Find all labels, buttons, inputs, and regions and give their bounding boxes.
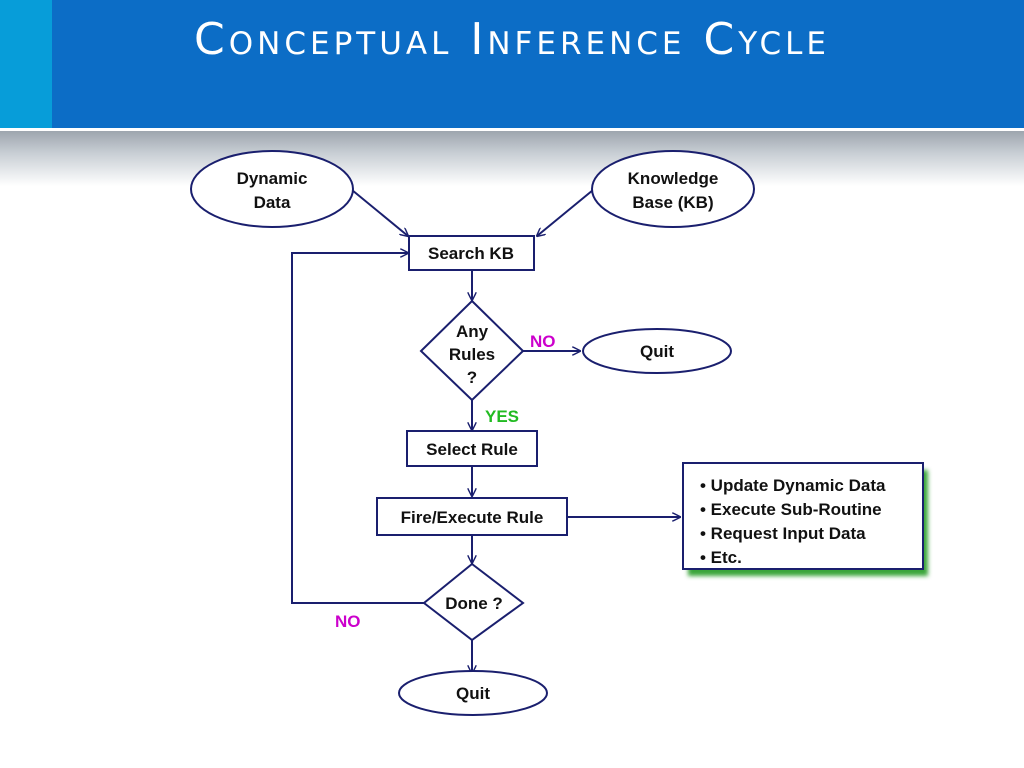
- header-accent: [0, 0, 52, 128]
- quit-bottom-label: Quit: [456, 684, 490, 703]
- node-quit-bottom: Quit: [398, 670, 548, 716]
- done-label: Done ?: [445, 594, 503, 613]
- node-search-kb: Search KB: [408, 235, 535, 271]
- action-item: • Update Dynamic Data: [700, 476, 886, 495]
- any-rules-line2: Rules: [449, 345, 495, 364]
- node-knowledge-base: Knowledge Base (KB): [591, 150, 755, 228]
- node-dynamic-data: Dynamic Data: [190, 150, 354, 228]
- select-rule-label: Select Rule: [426, 440, 518, 459]
- action-item: • Execute Sub-Routine: [700, 500, 882, 519]
- search-kb-label: Search KB: [428, 244, 514, 263]
- dynamic-data-line2: Data: [254, 193, 291, 212]
- edge-label-yes: YES: [485, 407, 519, 426]
- node-quit-top: Quit: [582, 328, 732, 374]
- dynamic-data-line1: Dynamic: [237, 169, 308, 188]
- node-fire-execute: Fire/Execute Rule: [376, 497, 568, 536]
- any-rules-line1: Any: [456, 322, 489, 341]
- slide-title: Conceptual Inference Cycle: [194, 14, 830, 65]
- actions-box: • Update Dynamic Data • Execute Sub-Rout…: [682, 462, 928, 576]
- edges: [291, 189, 680, 673]
- action-item: • Etc.: [700, 548, 742, 567]
- header-shadow: [0, 131, 1024, 186]
- node-done: Done ?: [422, 562, 525, 642]
- fire-execute-label: Fire/Execute Rule: [401, 508, 544, 527]
- header-bar: [0, 0, 1024, 128]
- quit-top-label: Quit: [640, 342, 674, 361]
- edge-dynamic-to-search: [351, 189, 408, 236]
- edge-kb-to-search: [537, 189, 594, 236]
- header-divider: [0, 128, 1024, 131]
- edge-label-no-right: NO: [530, 332, 556, 351]
- knowledge-base-line1: Knowledge: [628, 169, 719, 188]
- action-item: • Request Input Data: [700, 524, 866, 543]
- any-rules-line3: ?: [467, 368, 477, 387]
- knowledge-base-line2: Base (KB): [632, 193, 713, 212]
- node-any-rules: Any Rules ?: [419, 299, 525, 402]
- node-select-rule: Select Rule: [406, 430, 538, 467]
- edge-label-no-loop: NO: [335, 612, 361, 631]
- edge-done-loop-to-search: [291, 253, 424, 604]
